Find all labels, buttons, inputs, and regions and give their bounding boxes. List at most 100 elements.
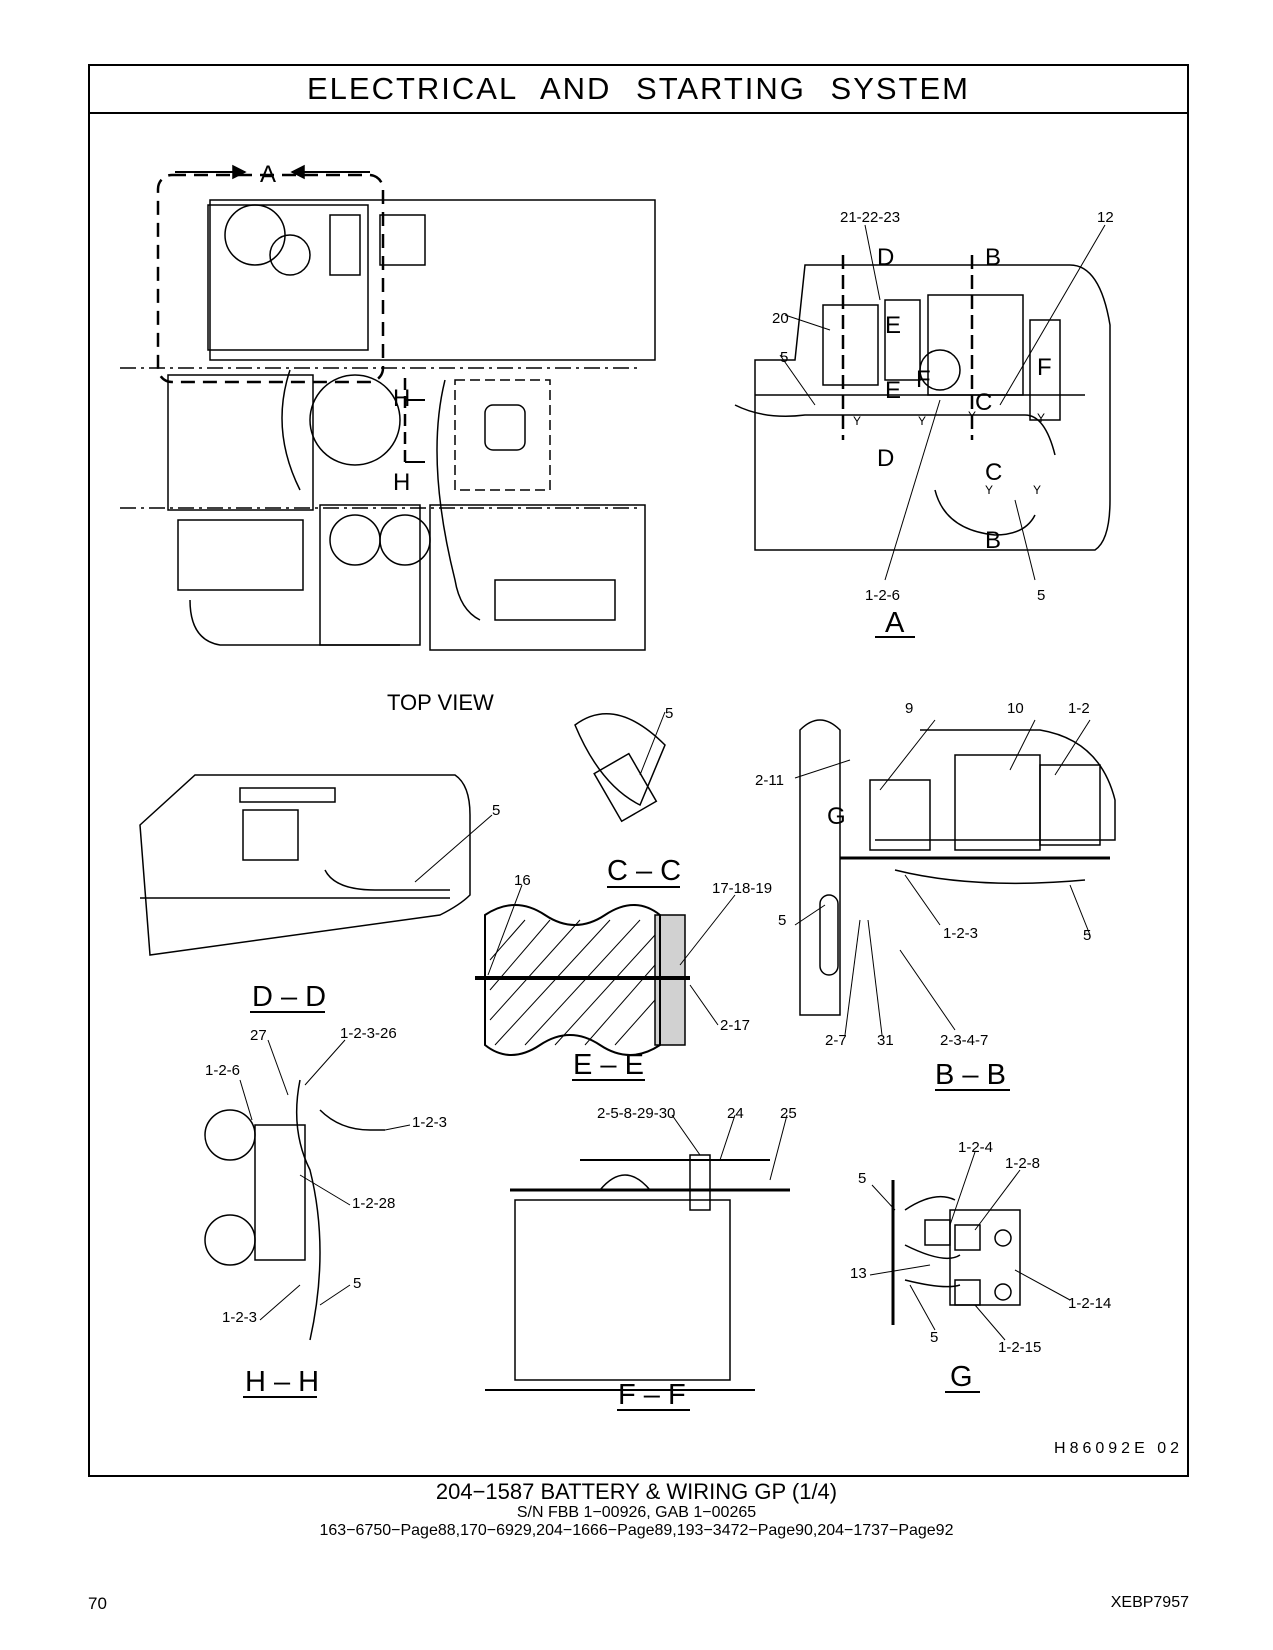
- callout-20: 20: [772, 310, 789, 327]
- callout-1-2-3: 1-2-3: [222, 1309, 257, 1326]
- page-title: ELECTRICAL AND STARTING SYSTEM: [307, 71, 970, 106]
- leader-line: [299, 1174, 351, 1206]
- harness-route: [436, 379, 481, 621]
- battery-right: [927, 294, 1024, 396]
- view-a-outline: [754, 264, 1111, 551]
- wire-mark-y: Y: [918, 414, 926, 428]
- callout-1-2-3-26: 1-2-3-26: [340, 1025, 397, 1042]
- callout-5: 5: [930, 1329, 938, 1346]
- callout-5: 5: [778, 912, 786, 929]
- leader-line: [899, 949, 956, 1031]
- frame-outline-upper: [209, 199, 656, 361]
- callout-2-3-4-7: 2-3-4-7: [940, 1032, 988, 1049]
- leader-line: [869, 1264, 931, 1276]
- bb-harness: [894, 869, 1086, 885]
- dd-harness: [324, 869, 450, 891]
- callout-1-2-28: 1-2-28: [352, 1195, 395, 1212]
- callout-1-2-4: 1-2-4: [958, 1139, 993, 1156]
- view-bb: [794, 719, 1116, 1091]
- cc-bracket: [574, 713, 666, 807]
- starter-round: [269, 234, 311, 276]
- document-code: XEBP7957: [1110, 1594, 1189, 1611]
- g-terminal-3: [954, 1279, 981, 1306]
- callout-31: 31: [877, 1032, 894, 1049]
- leader-line: [384, 1124, 411, 1131]
- callout-27: 27: [250, 1027, 267, 1044]
- drawing-frame: ELECTRICAL AND STARTING SYSTEM: [88, 64, 1189, 1477]
- ff-battery: [514, 1199, 731, 1381]
- bb-frame-upright: [799, 719, 841, 1016]
- footer: 204−1587 BATTERY & WIRING GP (1/4) S/N F…: [0, 1480, 1273, 1540]
- leader-line: [974, 1304, 1006, 1341]
- callout-1-2-6: 1-2-6: [205, 1062, 240, 1079]
- leader-line: [769, 1114, 788, 1181]
- hh-pulley-bottom: [204, 1214, 256, 1266]
- section-mark-f: F: [916, 366, 931, 393]
- section-mark-d: D: [877, 244, 894, 271]
- wire-mark-y: Y: [1037, 411, 1045, 425]
- hydraulic-tank: [177, 519, 304, 591]
- view-dd: [139, 774, 493, 1013]
- leader-line: [884, 399, 941, 581]
- g-bolt-1: [994, 1229, 1012, 1247]
- bb-engine-outline: [875, 729, 1116, 841]
- callout-1-2-14: 1-2-14: [1068, 1295, 1111, 1312]
- battery-terminal-block: [884, 299, 921, 381]
- caption-b-b: B – B: [935, 1059, 1006, 1091]
- callout-1-2-6: 1-2-6: [865, 587, 900, 604]
- cab-area: [167, 374, 314, 511]
- leader-line: [1009, 719, 1036, 771]
- callout-2-7: 2-7: [825, 1032, 847, 1049]
- callout-5: 5: [353, 1275, 361, 1292]
- view-a: [734, 224, 1111, 638]
- view-cc: [574, 711, 680, 888]
- callout-1-2-8: 1-2-8: [1005, 1155, 1040, 1172]
- leader-line: [794, 759, 851, 779]
- callout-9: 9: [905, 700, 913, 717]
- hh-pulley-top: [204, 1109, 256, 1161]
- leader-line: [319, 1284, 351, 1306]
- pump-round-1: [329, 514, 381, 566]
- ff-clamp: [689, 1154, 711, 1211]
- view-g: [869, 1151, 1071, 1393]
- leader-line: [999, 224, 1106, 406]
- dd-relay: [242, 809, 299, 861]
- leader-line: [414, 814, 493, 883]
- detail-a-boundary: [156, 173, 385, 384]
- frame-center: [454, 379, 551, 491]
- section-mark-c: C: [985, 459, 1002, 486]
- hh-harness: [295, 1079, 321, 1341]
- caption-f-f: F – F: [618, 1379, 686, 1411]
- leader-line: [304, 1039, 346, 1086]
- callout-1-2-3: 1-2-3: [412, 1114, 447, 1131]
- leader-line: [679, 894, 736, 966]
- callout-12: 12: [1097, 209, 1114, 226]
- bb-battery: [954, 754, 1041, 851]
- section-mark-f: F: [1037, 354, 1052, 381]
- cc-connector: [593, 752, 658, 823]
- leader-line: [719, 1114, 736, 1161]
- arrow-head-icon: [290, 164, 305, 180]
- callout-5: 5: [1037, 587, 1045, 604]
- g-terminal-1: [924, 1219, 951, 1246]
- dd-outline: [139, 774, 471, 956]
- center-hole: [484, 404, 526, 451]
- harness-route: [281, 369, 301, 491]
- section-mark-g: G: [827, 803, 846, 830]
- view-ee: [475, 884, 736, 1081]
- engine-block: [379, 214, 426, 266]
- leader-line: [909, 1284, 936, 1331]
- callout-2-5-8-29-30: 2-5-8-29-30: [597, 1105, 675, 1122]
- callout-10: 10: [1007, 700, 1024, 717]
- leader-line: [267, 1039, 289, 1096]
- battery-left: [822, 304, 879, 386]
- hh-harness-branch: [319, 1109, 385, 1131]
- harness-route: [189, 599, 400, 646]
- g-wires: [904, 1195, 961, 1288]
- leader-line: [1014, 499, 1036, 581]
- g-terminal-2: [954, 1224, 981, 1251]
- view-a-harness: [734, 404, 1056, 456]
- leader-line: [949, 1151, 976, 1226]
- callout-5: 5: [780, 349, 788, 366]
